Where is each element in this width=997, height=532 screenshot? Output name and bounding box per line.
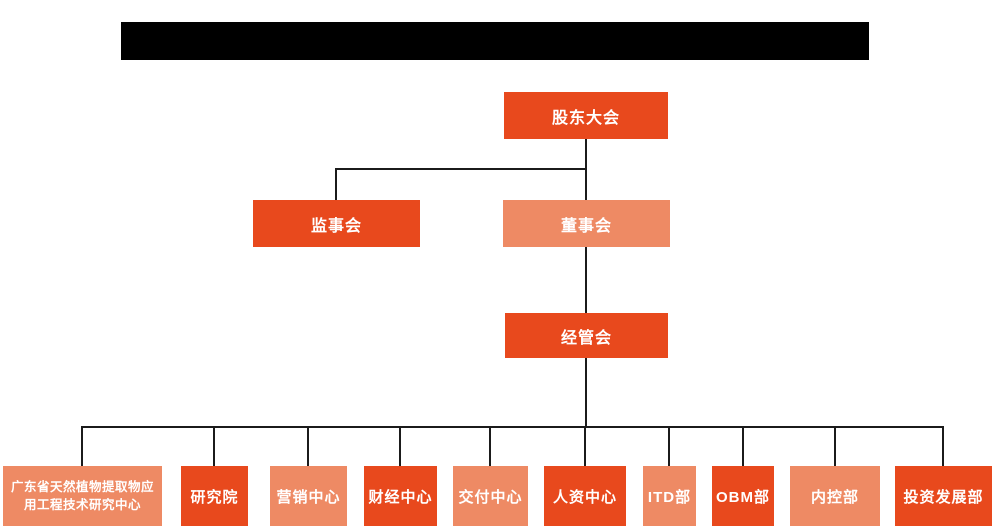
- redacted-title-bar: [121, 22, 869, 60]
- node-label: 广东省天然植物提取物应用工程技术研究中心: [10, 479, 154, 512]
- org-node-shareholders-meeting: 股东大会: [504, 92, 668, 139]
- connector-to-supervisory: [335, 168, 337, 200]
- node-label: 人资中心: [552, 488, 617, 506]
- node-label: OBM部: [716, 488, 770, 506]
- connector-drop-1: [81, 426, 83, 466]
- connector-drop-3: [307, 426, 309, 466]
- connector-drop-10: [942, 426, 944, 466]
- org-node-itd-department: ITD部: [643, 466, 696, 526]
- org-node-investment-development-department: 投资发展部: [895, 466, 992, 526]
- connector-bus-horizontal: [81, 426, 944, 428]
- connector-drop-6: [584, 426, 586, 466]
- org-node-hr-center: 人资中心: [544, 466, 626, 526]
- org-node-internal-control-department: 内控部: [790, 466, 880, 526]
- org-node-marketing-center: 营销中心: [270, 466, 347, 526]
- org-node-obm-department: OBM部: [712, 466, 774, 526]
- node-label: 经管会: [560, 329, 612, 347]
- org-node-research-center: 广东省天然植物提取物应用工程技术研究中心: [3, 466, 162, 526]
- org-node-delivery-center: 交付中心: [453, 466, 528, 526]
- connector-drop-9: [834, 426, 836, 466]
- org-node-management-committee: 经管会: [505, 313, 668, 358]
- connector-branch-horizontal: [335, 168, 587, 170]
- node-label: ITD部: [647, 488, 692, 506]
- org-node-finance-center: 财经中心: [364, 466, 437, 526]
- connector-drop-2: [213, 426, 215, 466]
- node-label: 财经中心: [368, 488, 433, 506]
- node-label: 研究院: [190, 488, 239, 506]
- connector-drop-7: [668, 426, 670, 466]
- connector-drop-4: [399, 426, 401, 466]
- node-label: 营销中心: [276, 488, 341, 506]
- connector-management-to-bus: [585, 358, 587, 426]
- org-node-research-institute: 研究院: [181, 466, 248, 526]
- org-node-supervisory-board: 监事会: [253, 200, 420, 247]
- node-label: 股东大会: [551, 109, 620, 127]
- connector-board-to-management: [585, 247, 587, 313]
- org-node-board-of-directors: 董事会: [503, 200, 670, 247]
- node-label: 内控部: [810, 488, 859, 506]
- node-label: 投资发展部: [903, 488, 984, 506]
- node-label: 交付中心: [458, 488, 523, 506]
- node-label: 监事会: [310, 217, 362, 235]
- connector-drop-8: [742, 426, 744, 466]
- connector-drop-5: [489, 426, 491, 466]
- node-label: 董事会: [560, 217, 612, 235]
